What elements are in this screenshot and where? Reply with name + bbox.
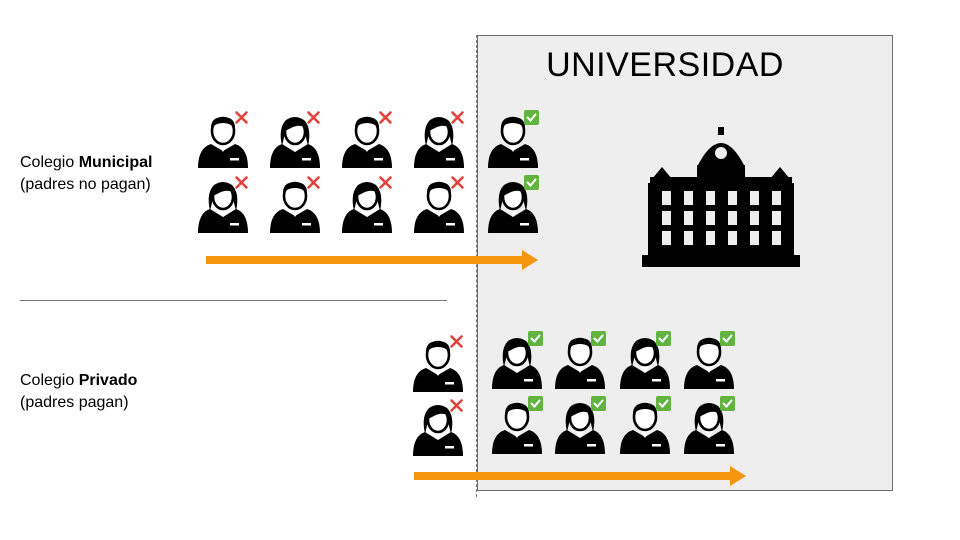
male-student-icon xyxy=(486,110,540,168)
female-student-icon xyxy=(412,110,466,168)
female-student-icon xyxy=(490,331,544,389)
university-title: UNIVERSIDAD xyxy=(546,46,784,84)
admission-threshold-line xyxy=(476,35,477,497)
label-municipal-type: Municipal xyxy=(78,154,153,171)
female-student-icon xyxy=(553,396,607,454)
check-mark-icon xyxy=(524,175,539,190)
cross-mark-icon xyxy=(379,176,392,189)
check-mark-icon xyxy=(528,331,543,346)
check-mark-icon xyxy=(720,396,735,411)
university-building-icon xyxy=(642,127,800,267)
male-student-icon xyxy=(268,175,322,233)
cross-mark-icon xyxy=(307,176,320,189)
male-student-icon xyxy=(340,110,394,168)
female-student-icon xyxy=(196,175,250,233)
female-student-icon xyxy=(618,331,672,389)
label-privado-type: Privado xyxy=(78,372,138,389)
male-student-icon xyxy=(682,331,736,389)
check-mark-icon xyxy=(656,396,671,411)
arrow-privado xyxy=(414,466,746,486)
male-student-icon xyxy=(618,396,672,454)
check-mark-icon xyxy=(591,396,606,411)
check-mark-icon xyxy=(591,331,606,346)
male-student-icon xyxy=(412,175,466,233)
male-student-icon xyxy=(411,334,465,392)
cross-mark-icon xyxy=(451,111,464,124)
label-privado-prefix: Colegio xyxy=(20,372,79,389)
female-student-icon xyxy=(268,110,322,168)
cross-mark-icon xyxy=(450,335,463,348)
cross-mark-icon xyxy=(235,176,248,189)
check-mark-icon xyxy=(524,110,539,125)
male-student-icon xyxy=(490,396,544,454)
female-student-icon xyxy=(411,398,465,456)
arrow-municipal xyxy=(206,250,538,270)
female-student-icon xyxy=(682,396,736,454)
cross-mark-icon xyxy=(235,111,248,124)
label-municipal: Colegio Municipal (padres no pagan) xyxy=(20,152,152,196)
male-student-icon xyxy=(553,331,607,389)
cross-mark-icon xyxy=(451,176,464,189)
label-municipal-prefix: Colegio xyxy=(20,154,79,171)
female-student-icon xyxy=(340,175,394,233)
check-mark-icon xyxy=(656,331,671,346)
female-student-icon xyxy=(486,175,540,233)
check-mark-icon xyxy=(528,396,543,411)
label-municipal-note: (padres no pagan) xyxy=(20,176,151,193)
check-mark-icon xyxy=(720,331,735,346)
cross-mark-icon xyxy=(450,399,463,412)
group-divider xyxy=(20,300,447,301)
label-privado-note: (padres pagan) xyxy=(20,394,129,411)
cross-mark-icon xyxy=(379,111,392,124)
male-student-icon xyxy=(196,110,250,168)
label-privado: Colegio Privado (padres pagan) xyxy=(20,370,137,414)
cross-mark-icon xyxy=(307,111,320,124)
